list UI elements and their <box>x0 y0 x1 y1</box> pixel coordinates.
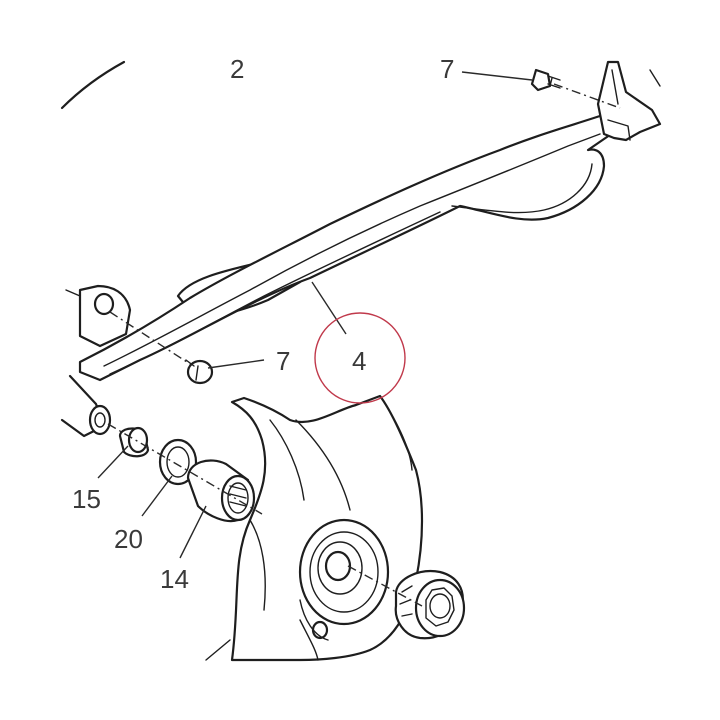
wheel-arc <box>60 60 126 110</box>
seal-ring <box>158 438 198 486</box>
callout-7-mid: 7 <box>276 346 290 376</box>
callout-15: 15 <box>72 484 101 514</box>
parts-centerline <box>107 423 263 515</box>
bushing <box>118 426 150 458</box>
screw-top <box>530 68 561 92</box>
axle-nut <box>394 570 466 640</box>
callout-2: 2 <box>230 54 244 84</box>
chain-guard <box>65 60 662 382</box>
leader-7-top <box>461 71 533 81</box>
leader-4 <box>311 281 347 335</box>
leader-7-mid <box>207 359 265 369</box>
leader-15 <box>97 445 129 479</box>
axle-centerline <box>347 565 423 607</box>
screw-mid-centerline <box>109 311 191 365</box>
highlight-circle <box>314 312 406 404</box>
leader-14 <box>179 505 207 559</box>
swing-arm <box>205 394 424 662</box>
axle-tube <box>60 374 112 438</box>
callout-20: 20 <box>114 524 143 554</box>
screw-top-centerline <box>553 83 621 109</box>
callout-14: 14 <box>160 564 189 594</box>
screw-mid <box>185 359 214 385</box>
callout-7-top: 7 <box>440 54 454 84</box>
needle-bearing <box>186 459 256 523</box>
leader-20 <box>141 475 173 517</box>
callout-4: 4 <box>352 346 366 376</box>
